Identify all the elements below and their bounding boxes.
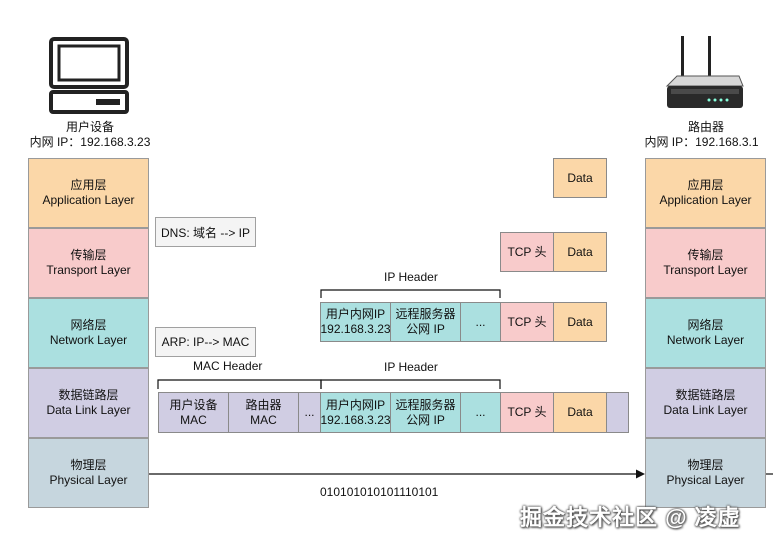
left-application-layer: 应用层 Application Layer bbox=[28, 158, 149, 228]
right-physical-layer: 物理层 Physical Layer bbox=[645, 438, 766, 508]
layer-cn: 网络层 bbox=[70, 318, 107, 332]
dst-mac-cell: 路由器 MAC bbox=[228, 392, 299, 433]
right-data-link-layer: 数据链路层 Data Link Layer bbox=[645, 368, 766, 438]
left-data-link-layer: 数据链路层 Data Link Layer bbox=[28, 368, 149, 438]
link-ip-header-label: IP Header bbox=[384, 360, 438, 374]
network-src-ip-cell: 用户内网IP 192.168.3.23 bbox=[320, 302, 391, 342]
cell-line2: MAC bbox=[180, 412, 207, 427]
transport-tcp-cell: TCP 头 bbox=[500, 232, 554, 272]
mac-header-label: MAC Header bbox=[193, 359, 263, 373]
layer-cn: 物理层 bbox=[70, 458, 107, 472]
layer-en: Data Link Layer bbox=[663, 403, 748, 417]
link-ip-header-bracket bbox=[320, 379, 501, 389]
right-network-layer: 网络层 Network Layer bbox=[645, 298, 766, 368]
layer-en: Application Layer bbox=[42, 193, 135, 207]
left-physical-layer: 物理层 Physical Layer bbox=[28, 438, 149, 508]
left-device-name: 用户设备 bbox=[65, 120, 114, 134]
cell-line2: MAC bbox=[250, 412, 277, 427]
link-tcp-cell: TCP 头 bbox=[500, 392, 554, 433]
left-device-ip: 内网 IP：192.168.3.23 bbox=[29, 135, 151, 149]
network-ip-header-label: IP Header bbox=[384, 270, 438, 284]
src-mac-cell: 用户设备 MAC bbox=[158, 392, 229, 433]
layer-cn: 数据链路层 bbox=[58, 388, 119, 402]
layer-cn: 应用层 bbox=[687, 178, 724, 192]
layer-cn: 物理层 bbox=[687, 458, 724, 472]
mac-header-bracket bbox=[157, 379, 322, 389]
layer-en: Network Layer bbox=[666, 333, 745, 347]
layer-en: Data Link Layer bbox=[46, 403, 131, 417]
link-ip-ellipsis-cell: ... bbox=[460, 392, 501, 433]
right-application-layer: 应用层 Application Layer bbox=[645, 158, 766, 228]
watermark: 掘金技术社区 @ 凌虚 bbox=[520, 505, 741, 530]
layer-cn: 数据链路层 bbox=[675, 388, 736, 402]
layer-en: Network Layer bbox=[49, 333, 128, 347]
mac-trailer-cell bbox=[606, 392, 629, 433]
bit-stream: 010101010101110101 bbox=[320, 485, 439, 499]
left-network-layer: 网络层 Network Layer bbox=[28, 298, 149, 368]
link-data-cell: Data bbox=[553, 392, 607, 433]
layer-cn: 网络层 bbox=[687, 318, 724, 332]
link-dst-ip-cell: 远程服务器 公网 IP bbox=[390, 392, 461, 433]
link-src-ip-cell: 用户内网IP 192.168.3.23 bbox=[320, 392, 391, 433]
cell-line2: 192.168.3.23 bbox=[320, 412, 391, 427]
cell-line1: 远程服务器 bbox=[395, 307, 456, 321]
layer-en: Physical Layer bbox=[49, 473, 128, 487]
cell-line2: 公网 IP bbox=[406, 322, 445, 336]
left-transport-layer: 传输层 Transport Layer bbox=[28, 228, 149, 298]
router-icon bbox=[665, 34, 745, 114]
cell-line1: 用户内网IP bbox=[325, 397, 386, 412]
cell-line1: 用户设备 bbox=[169, 397, 218, 412]
network-ip-header-bracket bbox=[320, 289, 501, 298]
cell-line2: 192.168.3.23 bbox=[320, 322, 391, 336]
layer-cn: 传输层 bbox=[687, 248, 724, 262]
app-data-cell: Data bbox=[553, 158, 607, 198]
transmission-arrow-head bbox=[636, 469, 645, 479]
layer-cn: 传输层 bbox=[70, 248, 107, 262]
cell-line1: 远程服务器 bbox=[395, 397, 456, 412]
layer-en: Application Layer bbox=[659, 193, 752, 207]
right-device-name: 路由器 bbox=[687, 120, 724, 134]
computer-icon bbox=[48, 36, 130, 114]
network-tcp-cell: TCP 头 bbox=[500, 302, 554, 342]
right-device-ip: 内网 IP：192.168.3.1 bbox=[644, 135, 759, 149]
network-data-cell: Data bbox=[553, 302, 607, 342]
cell-line1: 路由器 bbox=[245, 397, 282, 412]
layer-en: Physical Layer bbox=[666, 473, 745, 487]
cell-line1: 用户内网IP bbox=[325, 307, 386, 321]
dns-note: DNS: 域名 --> IP bbox=[155, 217, 256, 247]
layer-en: Transport Layer bbox=[663, 263, 748, 277]
layer-cn: 应用层 bbox=[70, 178, 107, 192]
cell-line2: 公网 IP bbox=[406, 412, 445, 427]
right-transport-layer: 传输层 Transport Layer bbox=[645, 228, 766, 298]
layer-en: Transport Layer bbox=[46, 263, 131, 277]
network-dst-ip-cell: 远程服务器 公网 IP bbox=[390, 302, 461, 342]
transport-data-cell: Data bbox=[553, 232, 607, 272]
arp-note: ARP: IP--> MAC bbox=[155, 327, 256, 357]
